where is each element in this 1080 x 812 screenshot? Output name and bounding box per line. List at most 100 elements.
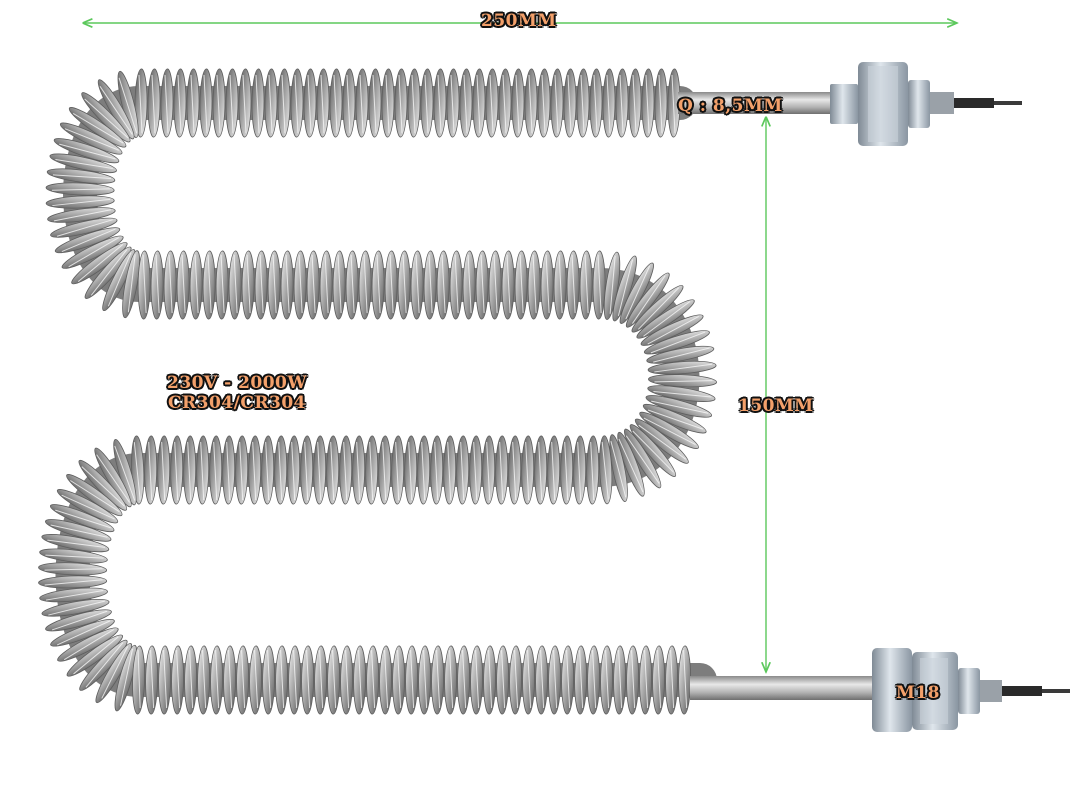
fin [508, 435, 522, 505]
fin [183, 435, 197, 505]
fin [628, 68, 642, 138]
fin [163, 250, 177, 320]
fin [511, 68, 525, 138]
fin [342, 68, 356, 138]
fin [433, 68, 447, 138]
fin [368, 68, 382, 138]
fin [603, 251, 621, 320]
diameter-label: Q : 8,5MM [678, 96, 783, 116]
fin [39, 587, 108, 603]
fin [71, 242, 128, 285]
fin [290, 68, 304, 138]
fin [267, 250, 281, 320]
fin [431, 645, 445, 715]
fin [561, 645, 574, 715]
fin [665, 645, 678, 715]
fin [326, 435, 340, 505]
fin [573, 435, 587, 505]
fin [44, 519, 112, 542]
fin [46, 168, 116, 184]
fin [45, 195, 115, 209]
fin [319, 250, 333, 320]
fin [248, 435, 262, 505]
fin [262, 645, 276, 715]
fin [378, 435, 392, 505]
fin [79, 639, 128, 691]
fin [97, 79, 135, 140]
fin [639, 645, 652, 715]
power-rating-text: 230V - 2000W [167, 373, 307, 393]
fin [68, 107, 127, 148]
fin [41, 598, 110, 617]
fin [642, 403, 707, 434]
fin [496, 645, 510, 715]
fin [566, 250, 580, 320]
thread-label: M18 [896, 683, 940, 703]
fin [157, 435, 171, 505]
fin [171, 645, 185, 715]
fin [488, 250, 502, 320]
fin [209, 435, 223, 505]
fin [78, 459, 128, 511]
fin [535, 645, 548, 715]
power-label: 230V - 2000W CR304/CR304 [152, 373, 322, 413]
fin [527, 250, 541, 320]
fin [353, 645, 367, 715]
fin [306, 250, 320, 320]
fin [197, 645, 211, 715]
fin [381, 68, 395, 138]
fin [446, 68, 460, 138]
fin [215, 250, 229, 320]
fin [47, 207, 116, 223]
fin [176, 250, 190, 320]
fin [184, 645, 198, 715]
fin [648, 374, 717, 388]
fin [293, 250, 307, 320]
fin [579, 250, 593, 320]
fin [654, 68, 668, 138]
fin [54, 227, 121, 254]
fin [316, 68, 330, 138]
fin [61, 235, 124, 269]
fin [313, 435, 327, 505]
fin [49, 153, 117, 174]
fin [314, 645, 328, 715]
fin [560, 435, 574, 505]
fin [366, 645, 380, 715]
fin [587, 645, 600, 715]
fin [629, 424, 677, 478]
fin [327, 645, 341, 715]
fin [147, 68, 161, 138]
fin [483, 645, 497, 715]
fin [38, 562, 108, 576]
width-label: 250MM [481, 11, 557, 31]
fin [485, 68, 499, 138]
fin [160, 68, 174, 138]
fin [625, 272, 670, 328]
fin [495, 435, 509, 505]
fin [39, 548, 108, 564]
fin [340, 645, 354, 715]
fin [521, 435, 535, 505]
fin [631, 285, 684, 333]
fin [643, 330, 710, 355]
fin [394, 68, 408, 138]
fin [150, 250, 164, 320]
fin [144, 435, 158, 505]
fin [645, 395, 713, 418]
fin [288, 645, 302, 715]
fin [94, 447, 132, 508]
fin [553, 250, 567, 320]
fin [236, 645, 250, 715]
top-terminal [678, 62, 1022, 146]
fin [189, 250, 203, 320]
fin [617, 431, 645, 497]
fin [254, 250, 268, 320]
fin [647, 385, 716, 402]
material-text: CR304/CR304 [168, 393, 306, 413]
fin [371, 250, 385, 320]
fin [173, 68, 187, 138]
fin [145, 645, 159, 715]
fin [345, 250, 359, 320]
